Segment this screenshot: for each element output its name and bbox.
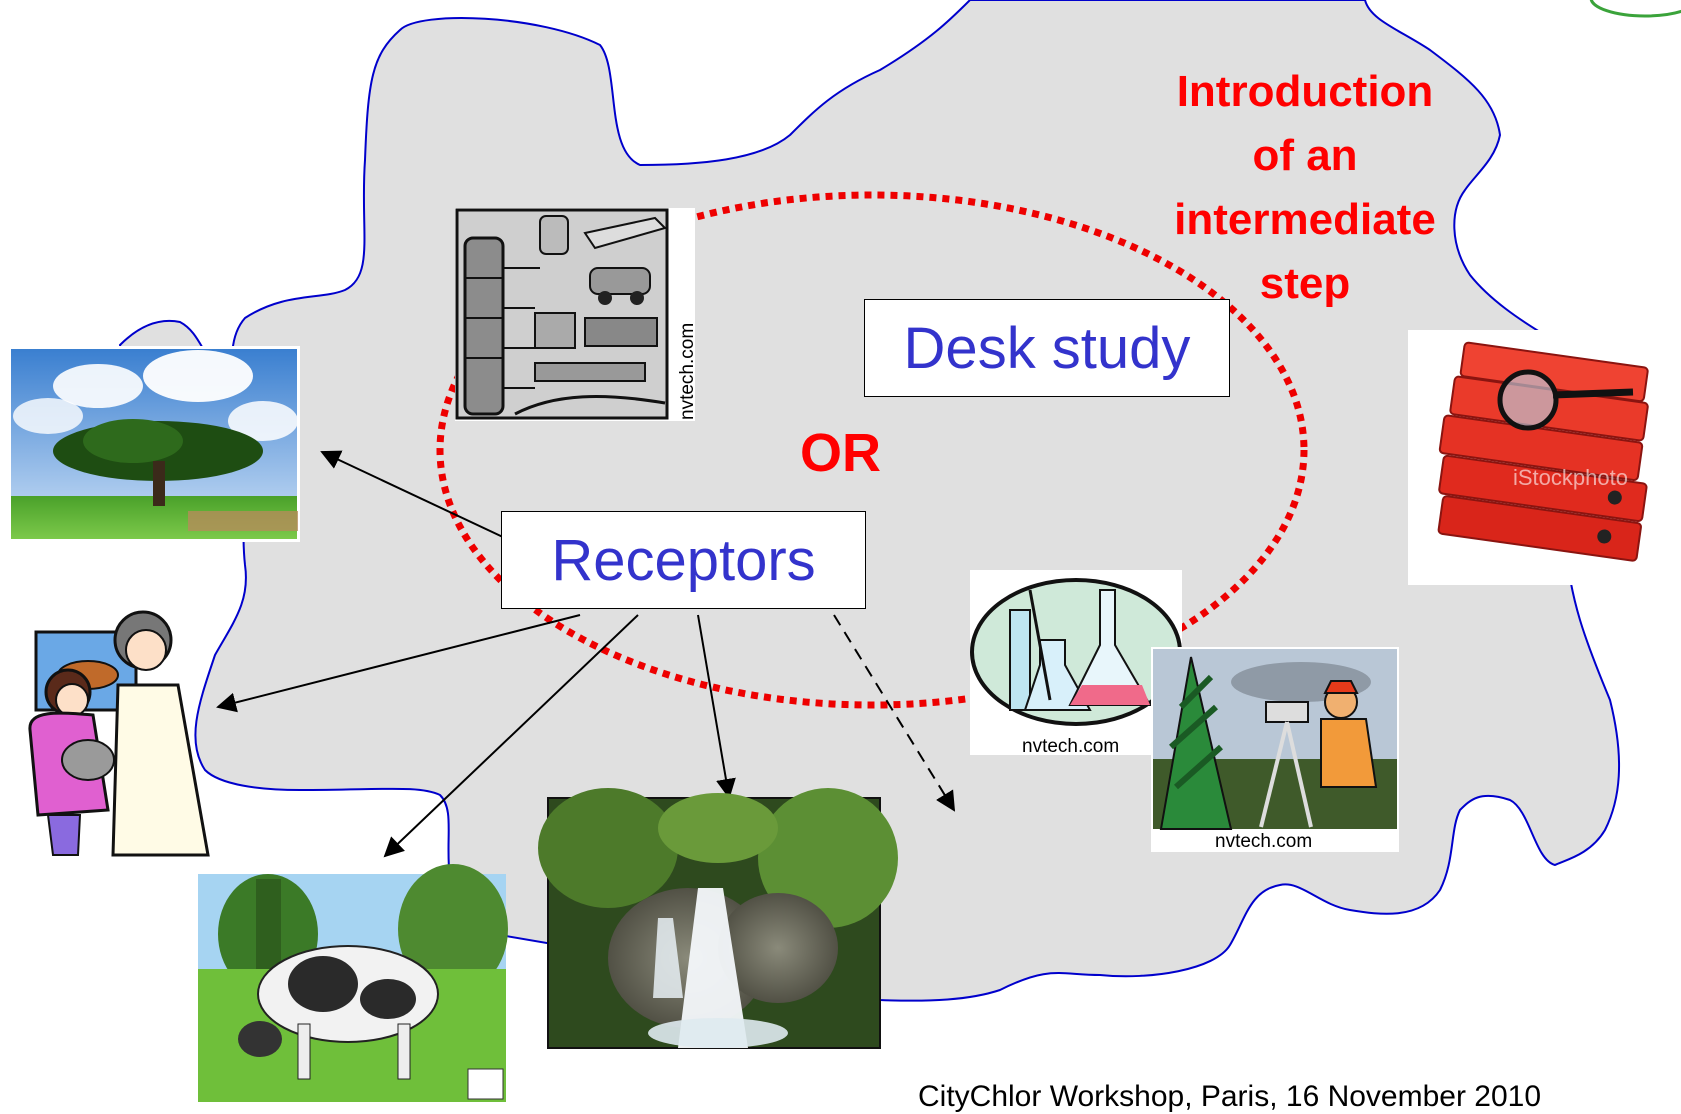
- surveyor-icon: nvtech.com: [1151, 647, 1399, 852]
- industry-process-icon: nvtech.com: [455, 208, 698, 421]
- arrow-dashed: [833, 614, 956, 812]
- arrow-to-people: [216, 614, 581, 713]
- survey-watermark: nvtech.com: [1215, 831, 1312, 852]
- arrow-to-water: [697, 614, 736, 799]
- title-line-4: step: [1259, 259, 1351, 308]
- lab-flasks-icon: nvtech.com: [970, 570, 1182, 757]
- arrow-to-tree: [320, 450, 506, 539]
- red-folders-photo: iStockphoto: [1408, 330, 1680, 585]
- receptors-label: Receptors: [551, 527, 816, 593]
- intermediate-step-title: Introduction of an intermediate step: [1145, 60, 1465, 316]
- industry-watermark: nvtech.com: [677, 323, 698, 420]
- cow-photo: [198, 864, 508, 1102]
- citychlor-logo: [1589, 0, 1681, 18]
- waterfall-photo: [538, 788, 898, 1049]
- lab-watermark: nvtech.com: [1022, 736, 1119, 757]
- receptors-box: Receptors: [501, 511, 866, 609]
- desk-study-box: Desk study: [864, 299, 1230, 397]
- intermediate-step-ellipse: [436, 191, 1308, 709]
- tree-icon: [8, 346, 300, 542]
- title-line-2: of an: [1252, 131, 1358, 180]
- folders-watermark: iStockphoto: [1513, 465, 1628, 490]
- desk-study-label: Desk study: [903, 315, 1191, 381]
- or-label: OR: [800, 423, 881, 483]
- vet-family-icon: [28, 610, 210, 857]
- title-line-1: Introduction: [1176, 67, 1434, 116]
- footer-text: CityChlor Workshop, Paris, 16 November 2…: [918, 1080, 1542, 1113]
- arrow-to-cow: [383, 614, 639, 858]
- title-line-3: intermediate: [1174, 195, 1436, 244]
